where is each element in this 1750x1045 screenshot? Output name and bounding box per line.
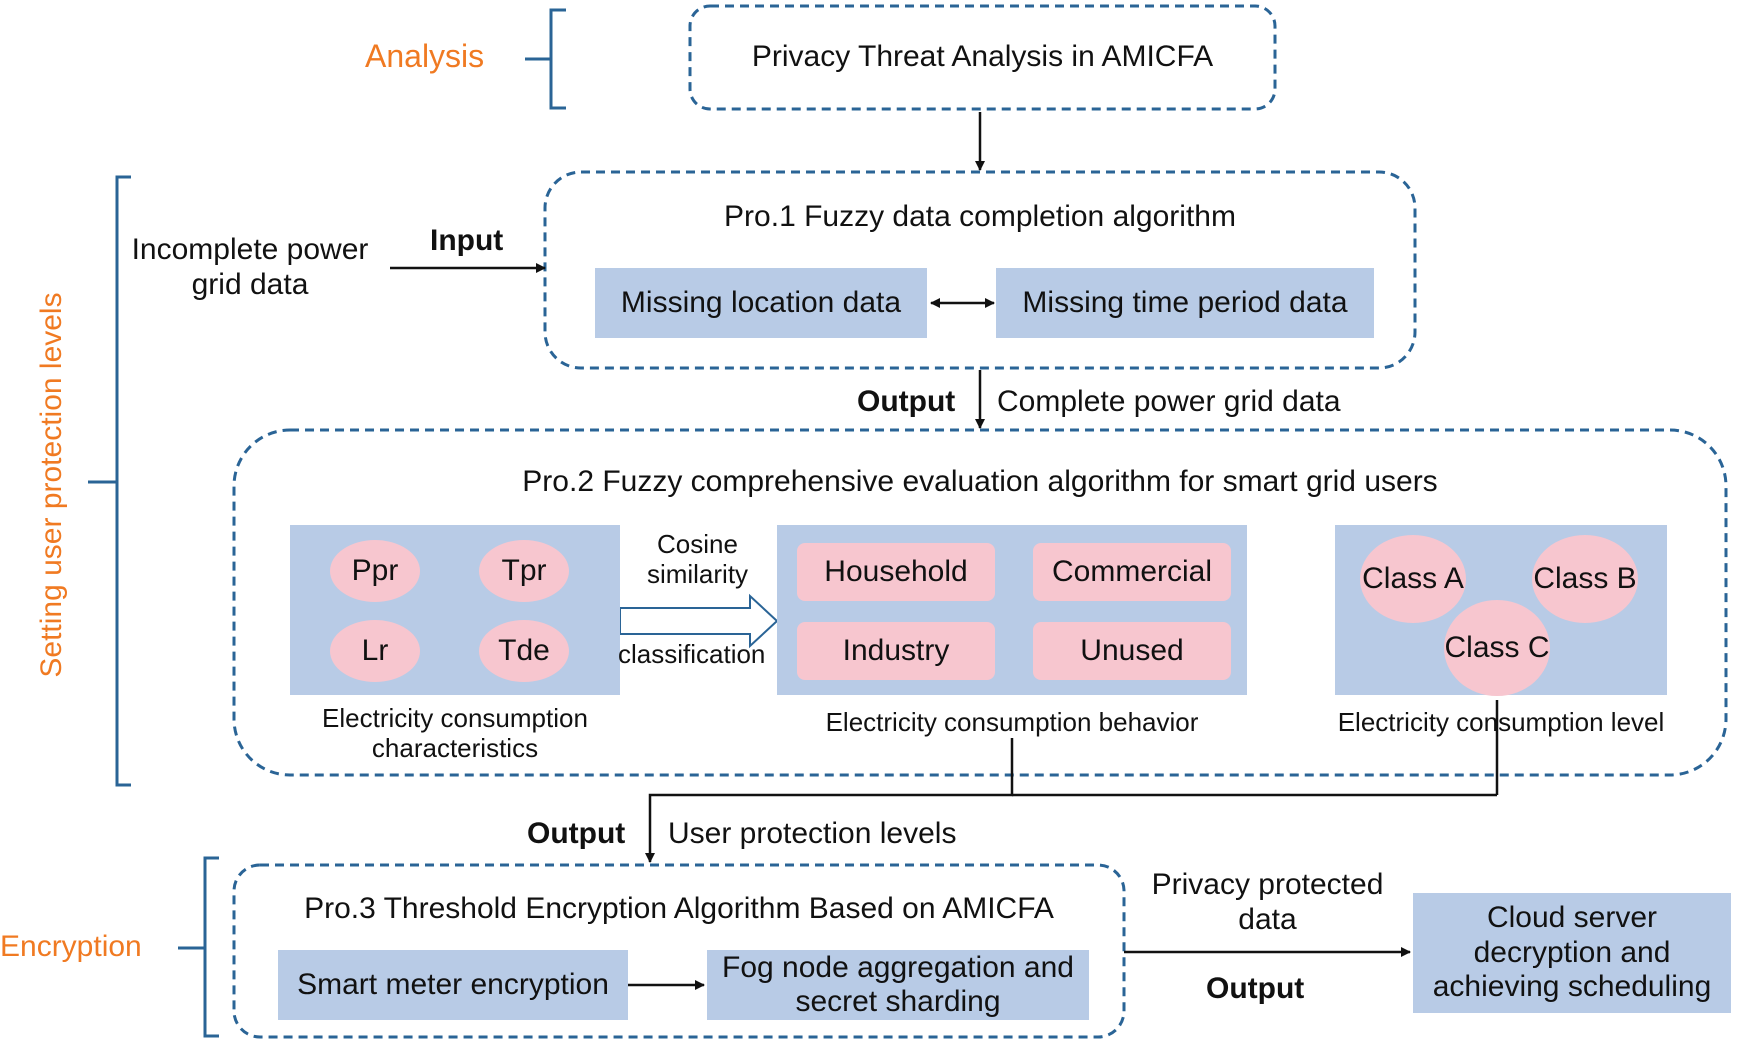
pro1-title: Pro.1 Fuzzy data completion algorithm xyxy=(724,200,1236,233)
method-top-text: Cosine similarity xyxy=(646,529,749,589)
behavior-industry: Industry xyxy=(797,622,995,680)
output1-label: Output xyxy=(857,385,956,418)
pro3-title: Pro.3 Threshold Encryption Algorithm Bas… xyxy=(304,892,1054,925)
method-bottom-text: classification xyxy=(618,639,766,669)
missing-time-box: Missing time period data xyxy=(996,268,1374,338)
output1-text: Complete power grid data xyxy=(997,385,1341,418)
input-label: Input xyxy=(430,224,504,257)
encryption-label: Encryption xyxy=(0,930,142,963)
characteristic-tde: Tde xyxy=(479,620,569,682)
setting-label: Setting user protection levels xyxy=(35,292,68,678)
merge-connector xyxy=(645,738,1014,863)
pro2-container xyxy=(232,428,1728,777)
analysis-bracket xyxy=(525,8,566,110)
smart-meter-box: Smart meter encryption xyxy=(278,950,628,1020)
behavior-household: Household xyxy=(797,543,995,601)
analysis-title: Privacy Threat Analysis in AMICFA xyxy=(751,40,1214,73)
missing-location-box: Missing location data xyxy=(595,268,927,338)
output3-label: Output xyxy=(1206,972,1305,1005)
behavior-caption: Electricity consumption behavior xyxy=(825,707,1199,737)
level-class-c: Class C xyxy=(1444,600,1550,696)
classification-arrow xyxy=(619,593,779,649)
analysis-container xyxy=(688,4,1277,111)
characteristic-ppr: Ppr xyxy=(330,540,420,602)
fog-node-box: Fog node aggregation and secret sharding xyxy=(707,950,1089,1020)
output2-label: Output xyxy=(527,817,626,850)
behavior-unused: Unused xyxy=(1033,622,1231,680)
setting-bracket xyxy=(88,175,131,787)
analysis-label: Analysis xyxy=(365,38,485,74)
encryption-bracket xyxy=(178,856,219,1038)
level-class-a: Class A xyxy=(1360,535,1466,623)
pro2-title: Pro.2 Fuzzy comprehensive evaluation alg… xyxy=(522,465,1438,498)
characteristic-tpr: Tpr xyxy=(479,540,569,602)
behavior-commercial: Commercial xyxy=(1033,543,1231,601)
input-source-text: Incomplete power grid data xyxy=(131,233,369,301)
output3-text: Privacy protected data xyxy=(1151,868,1384,936)
cloud-server-box: Cloud server decryption and achieving sc… xyxy=(1413,893,1731,1013)
output2-text: User protection levels xyxy=(668,817,957,850)
characteristics-caption: Electricity consumption characteristics xyxy=(322,703,588,763)
level-caption: Electricity consumption level xyxy=(1337,707,1665,737)
characteristic-lr: Lr xyxy=(330,620,420,682)
level-class-b: Class B xyxy=(1532,535,1638,623)
